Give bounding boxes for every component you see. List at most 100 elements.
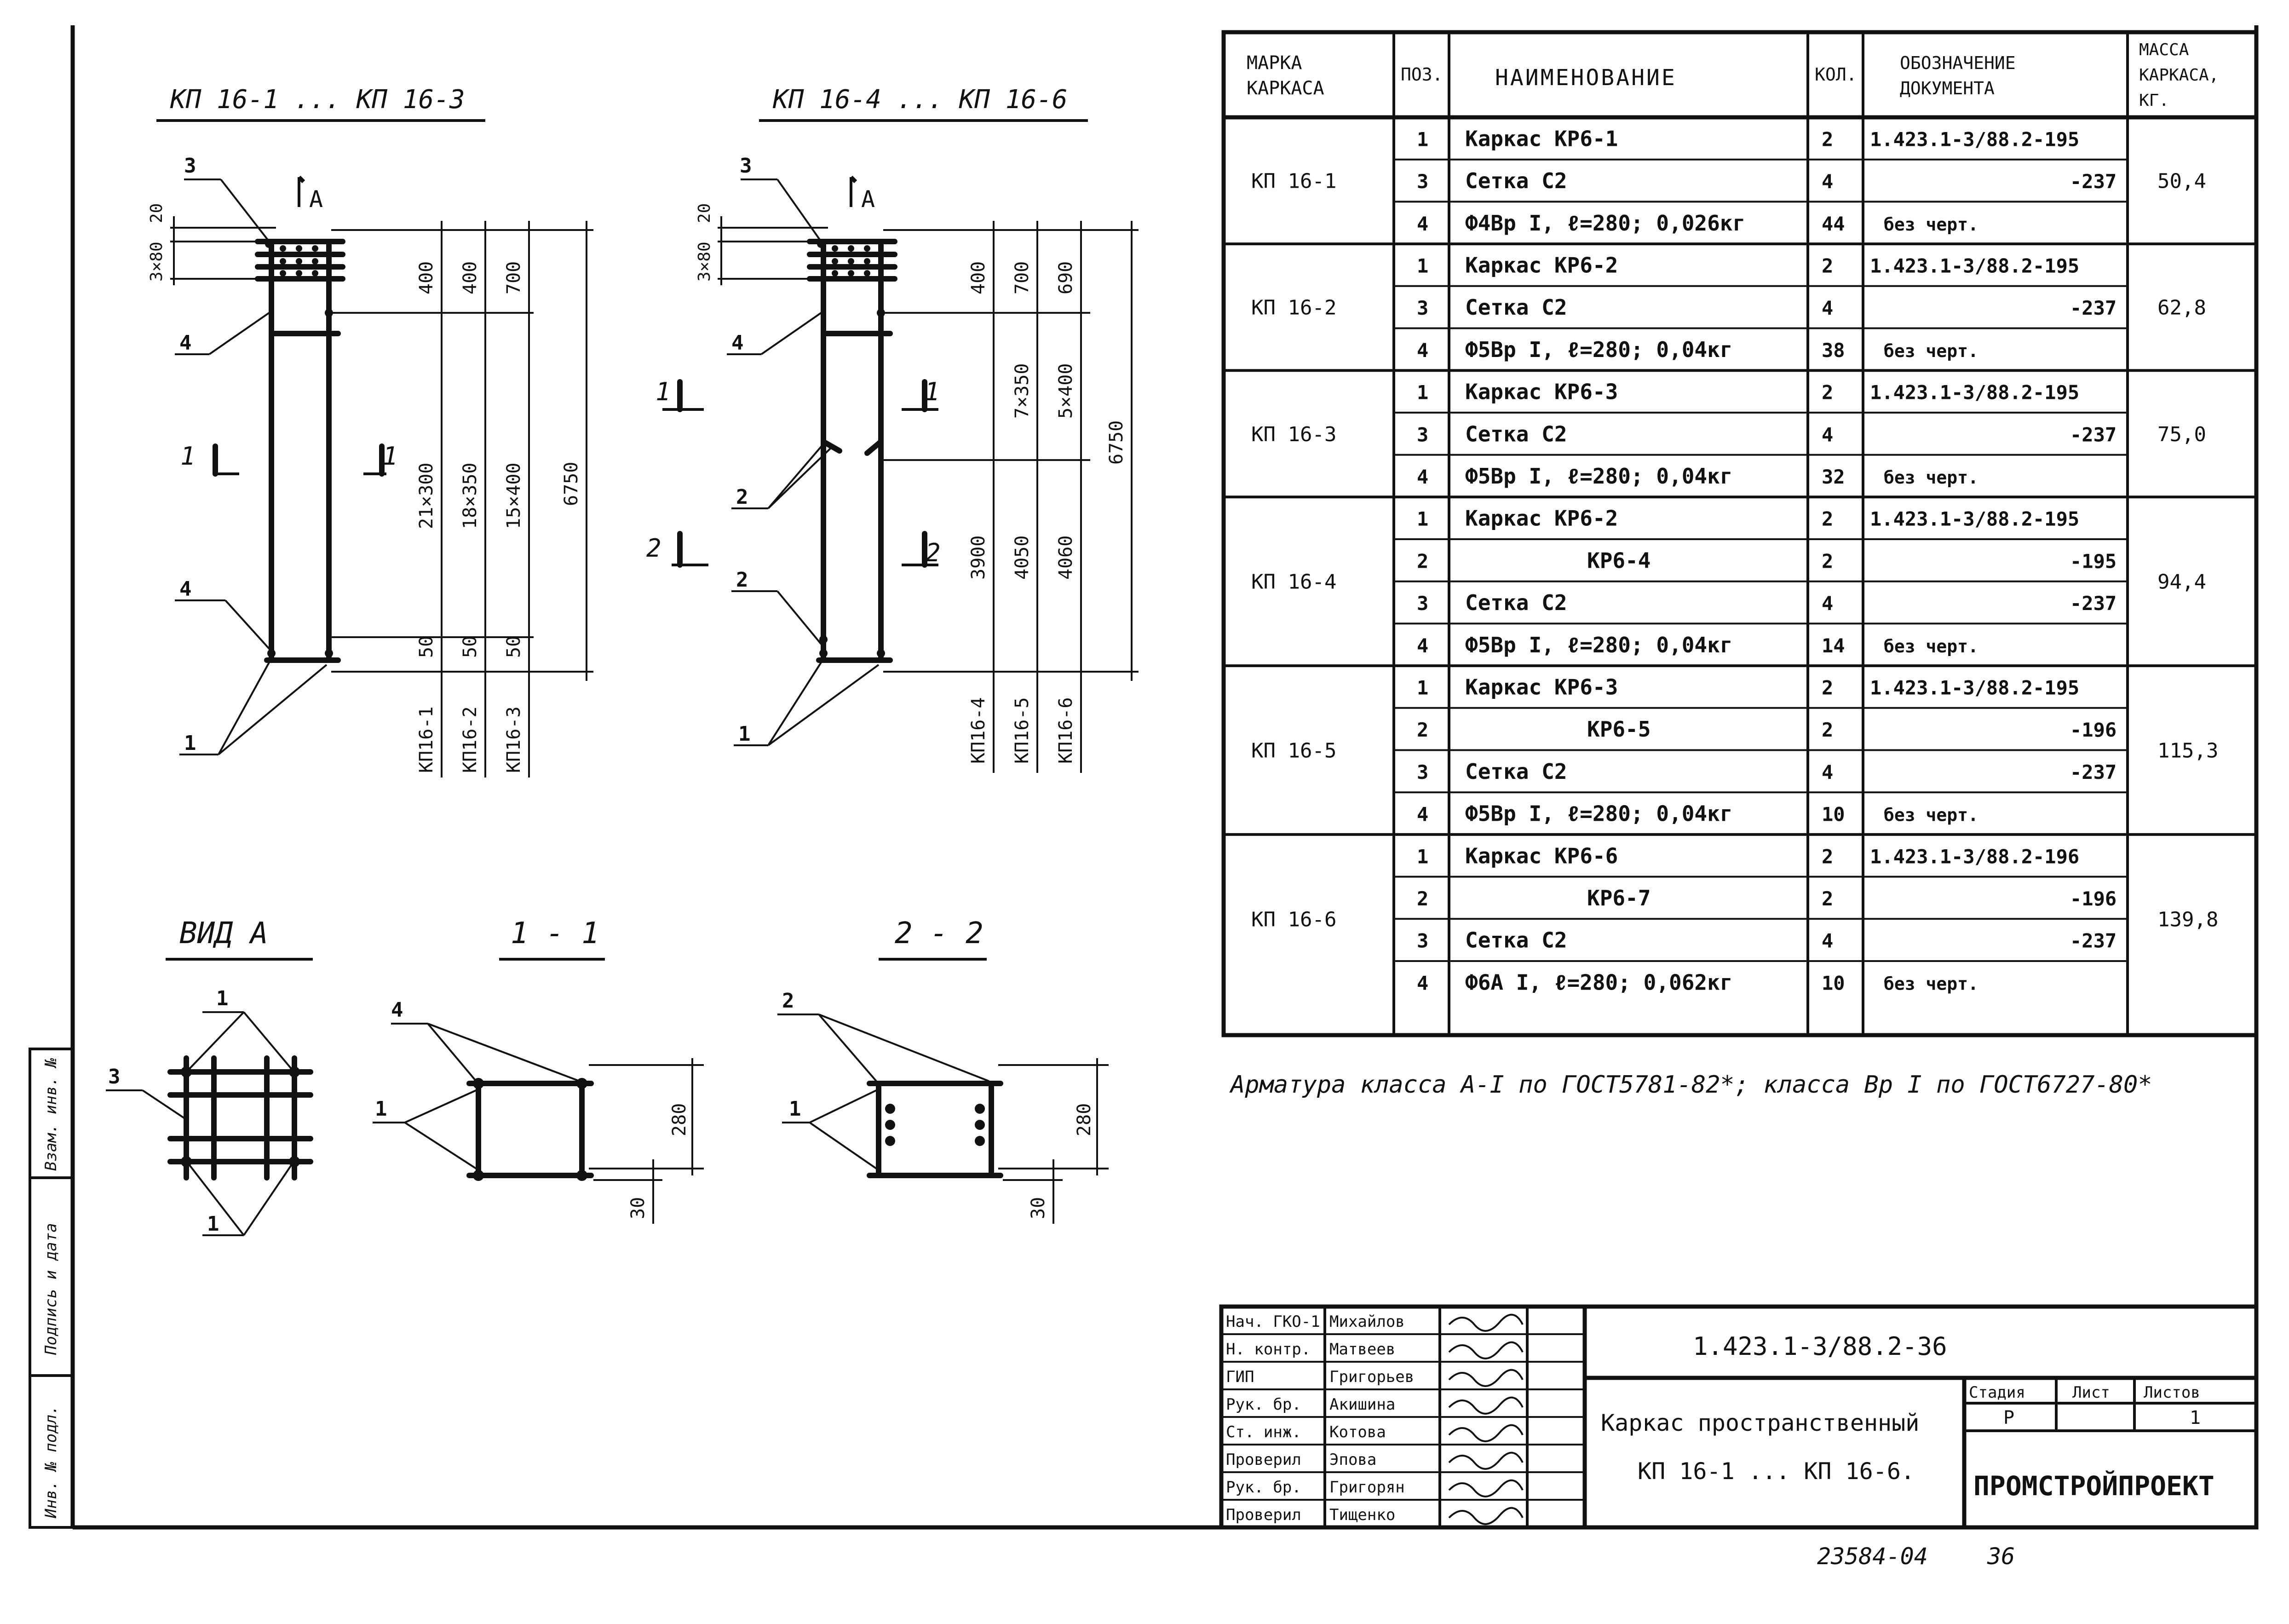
tb-role: Проверил — [1226, 1506, 1301, 1524]
spec-doc: 1.423.1-3/88.2-195 — [1870, 128, 2079, 150]
section-1-1-pos-1: 1 — [375, 1097, 387, 1121]
spec-mark: КП 16-5 — [1251, 739, 1336, 763]
spec-doc: -196 — [2070, 719, 2116, 741]
spec-name: Сетка С2 — [1465, 295, 1567, 320]
spec-name: Каркас КР6-1 — [1465, 126, 1618, 151]
spec-qty: 4 — [1822, 170, 1833, 193]
spec-qty: 32 — [1822, 466, 1845, 488]
right-pos-2b: 2 — [736, 568, 748, 592]
right-dim-col3-bot: 4060 — [1055, 536, 1076, 580]
title-block-stage: Р — [2003, 1407, 2014, 1428]
right-dim-label-3: КП16-6 — [1055, 697, 1076, 764]
spec-pos: 2 — [1417, 719, 1428, 741]
spec-qty: 2 — [1822, 550, 1833, 572]
title-block-sheets-label: Листов — [2144, 1383, 2200, 1402]
tb-person: Григорьев — [1329, 1368, 1414, 1386]
spec-doc: -195 — [2070, 550, 2116, 572]
section-1-1: 1 - 1 4 1 280 30 — [373, 916, 704, 1224]
spec-mass: 75,0 — [2157, 423, 2206, 446]
spec-mark: КП 16-6 — [1251, 908, 1336, 931]
left-dim-total: 6750 — [561, 462, 582, 506]
spec-name: Каркас КР6-6 — [1465, 843, 1618, 868]
spec-qty: 10 — [1822, 972, 1845, 994]
signature-mark — [1448, 1313, 1524, 1332]
section-1-1-title: 1 - 1 — [511, 916, 599, 950]
spec-name: Ф5Вр I, ℓ=280; 0,04кг — [1465, 801, 1733, 826]
section-2-2: 2 - 2 2 1 280 30 — [777, 916, 1109, 1224]
spec-qty: 4 — [1822, 761, 1833, 783]
spec-mark: КП 16-4 — [1251, 570, 1336, 594]
spec-doc: без черт. — [1884, 341, 1978, 361]
tb-role: Рук. бр. — [1226, 1478, 1301, 1497]
left-pos-4b: 4 — [179, 577, 192, 601]
left-marker-a: А — [309, 186, 323, 213]
spec-mass: 62,8 — [2157, 296, 2206, 320]
spec-qty: 2 — [1822, 508, 1833, 530]
tb-person: Тищенко — [1329, 1506, 1395, 1524]
spec-doc: 1.423.1-3/88.2-195 — [1870, 508, 2079, 530]
left-dim-label-2: КП16-2 — [460, 707, 481, 773]
signature-mark — [1448, 1396, 1524, 1415]
spec-header-mass-2: КАРКАСА, — [2139, 66, 2219, 85]
left-dim-20: 20 — [147, 203, 166, 223]
side-stamp: Взам. инв. № Подпись и дата Инв. № подл. — [29, 1048, 74, 1529]
spec-name: Сетка С2 — [1465, 759, 1567, 784]
tb-role: Проверил — [1226, 1451, 1301, 1469]
spec-pos: 1 — [1417, 381, 1428, 404]
title-block-org: ПРОМСТРОЙПРОЕКТ — [1973, 1470, 2214, 1502]
footer-archive: 23584-04 — [1817, 1543, 1928, 1570]
signature-mark — [1448, 1341, 1524, 1359]
spec-qty: 2 — [1822, 676, 1833, 699]
right-dim-col3-mid1: 5×400 — [1055, 363, 1076, 419]
footer-page: 36 — [1987, 1543, 2015, 1570]
section-2-2-title: 2 - 2 — [895, 916, 983, 950]
spec-doc: -237 — [2070, 592, 2116, 615]
spec-header-qty: КОЛ. — [1815, 64, 1857, 85]
tb-role: Н. контр. — [1226, 1340, 1311, 1359]
right-dim-20: 20 — [695, 203, 714, 223]
signature-mark — [1448, 1451, 1524, 1470]
spec-name: Ф5Вр I, ℓ=280; 0,04кг — [1465, 633, 1733, 657]
tb-role: Нач. ГКО-1 — [1226, 1313, 1320, 1331]
side-stamp-inv-orig: Инв. № подл. — [42, 1405, 60, 1519]
spec-name: Каркас КР6-2 — [1465, 506, 1618, 531]
spec-qty: 44 — [1822, 213, 1845, 235]
left-pos-3: 3 — [184, 154, 196, 178]
sheet-frame — [70, 25, 2259, 1530]
spec-pos: 4 — [1417, 803, 1428, 826]
view-a-pos-1a: 1 — [216, 987, 229, 1010]
left-pos-4a: 4 — [179, 331, 192, 355]
spec-doc: -237 — [2070, 761, 2116, 783]
spec-doc: 1.423.1-3/88.2-196 — [1870, 845, 2079, 868]
spec-doc: без черт. — [1884, 214, 1978, 235]
right-marker-a: А — [861, 186, 875, 213]
spec-mark: КП 16-3 — [1251, 423, 1336, 446]
spec-pos: 3 — [1417, 423, 1428, 446]
right-dim-label-2: КП16-5 — [1012, 697, 1033, 764]
tb-person: Котова — [1329, 1423, 1386, 1441]
view-a-pos-3: 3 — [108, 1065, 121, 1088]
spec-name: Ф4Вр I, ℓ=280; 0,026кг — [1465, 211, 1745, 236]
spec-pos: 2 — [1417, 550, 1428, 572]
spec-mass: 94,4 — [2157, 570, 2206, 594]
left-section-mark-1b: 1 — [383, 442, 398, 471]
spec-mark: КП 16-2 — [1251, 296, 1336, 320]
spec-doc: без черт. — [1884, 636, 1978, 657]
spec-qty: 2 — [1822, 887, 1833, 910]
spec-qty: 4 — [1822, 592, 1833, 615]
spec-qty: 4 — [1822, 297, 1833, 319]
spec-pos: 1 — [1417, 676, 1428, 699]
left-dim-col2-mid: 18×350 — [460, 463, 481, 530]
spec-doc: 1.423.1-3/88.2-195 — [1870, 381, 2079, 404]
spec-qty: 2 — [1822, 719, 1833, 741]
right-dim-label-1: КП16-4 — [968, 697, 989, 764]
right-dim-col1-top: 400 — [968, 261, 989, 294]
spec-mass: 50,4 — [2157, 170, 2206, 193]
spec-pos: 1 — [1417, 508, 1428, 530]
spec-pos: 4 — [1417, 634, 1428, 657]
spec-name: Каркас КР6-3 — [1465, 380, 1618, 404]
left-dim-col1-top: 400 — [416, 261, 437, 294]
